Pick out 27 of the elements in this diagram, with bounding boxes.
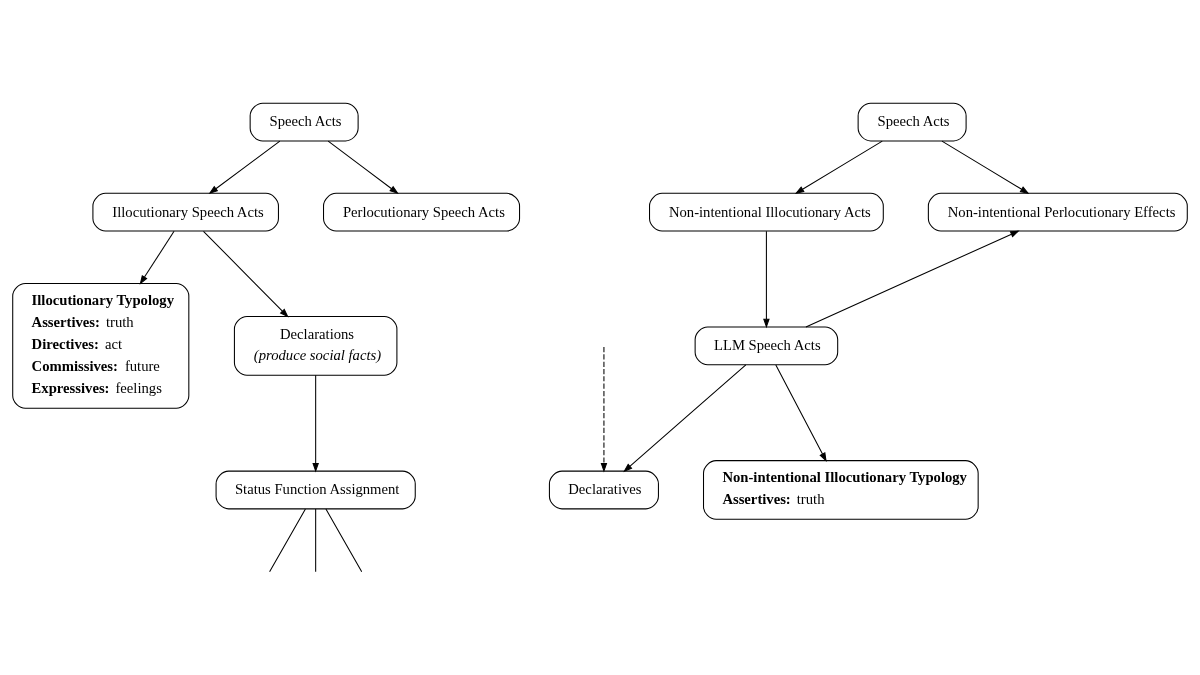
arrow bbox=[600, 346, 608, 472]
connector bbox=[269, 507, 306, 572]
node-box: Non-intentional Perlocutionary Effects bbox=[927, 192, 1188, 232]
arrow bbox=[775, 363, 827, 462]
arrow bbox=[202, 230, 289, 318]
arrow bbox=[208, 140, 281, 194]
node-box: Speech Acts bbox=[249, 102, 359, 141]
node-box: Status Function Assignment bbox=[215, 470, 416, 509]
arrow bbox=[763, 230, 770, 328]
arrow bbox=[941, 140, 1030, 194]
arrow bbox=[139, 230, 175, 285]
arrow bbox=[623, 363, 747, 472]
node-box: Declarations (produce social facts) bbox=[233, 315, 398, 376]
node-box: Declaratives bbox=[548, 470, 659, 509]
node-box: LLM Speech Acts bbox=[694, 325, 839, 365]
arrow bbox=[805, 230, 1020, 327]
arrow bbox=[794, 140, 883, 194]
node-box: Non-intentional Illocutionary Acts bbox=[649, 192, 884, 232]
arrow bbox=[327, 140, 399, 194]
connector bbox=[315, 507, 317, 572]
node-box: Perlocutionary Speech Acts bbox=[323, 192, 521, 232]
connector bbox=[325, 507, 363, 572]
node-box: Non-intentional Illocutionary Typology Assertives: truth bbox=[703, 459, 979, 520]
node-box: Speech Acts bbox=[857, 102, 967, 141]
node-box: Illocutionary Speech Acts bbox=[92, 192, 279, 232]
node-box: Illocutionary Typology Assertives: truth Directives: act Commissives: future Expressives: feelings bbox=[12, 282, 190, 409]
arrow bbox=[312, 374, 319, 473]
